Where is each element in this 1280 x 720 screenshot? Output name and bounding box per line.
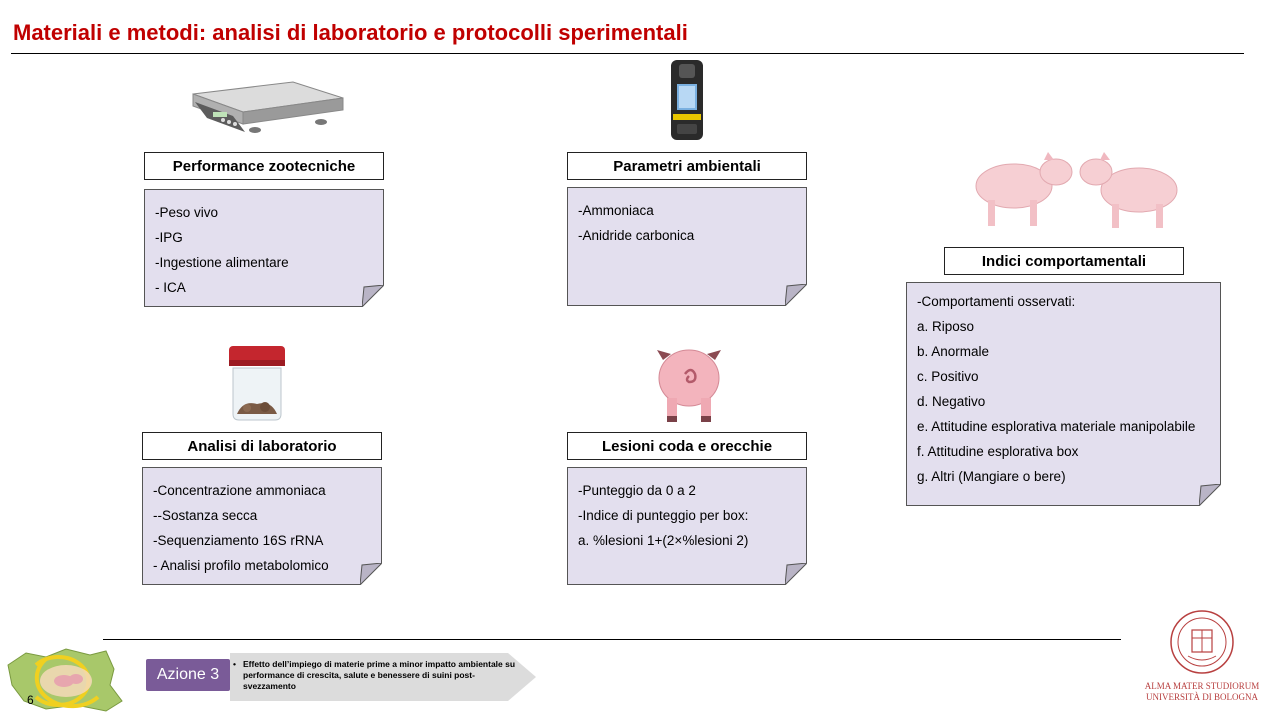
section-note-ambientali: -Ammoniaca -Anidride carbonica [567,187,807,306]
university-line-2: UNIVERSITÀ DI BOLOGNA [1146,692,1258,702]
title-divider [11,53,1244,54]
section-header-laboratorio: Analisi di laboratorio [142,432,382,460]
azione-description-text: Effetto dell’impiego di materie prime a … [243,659,516,691]
list-item: -Anidride carbonica [578,228,695,243]
page-curl-icon [362,285,384,307]
list-item: b. Anormale [917,344,990,359]
two-pigs-icon [975,152,1178,228]
university-line-1: ALMA MATER STUDIORUM [1144,681,1260,691]
list-item: -Peso vivo [155,205,219,220]
footer-divider [103,639,1121,640]
page-title: Materiali e metodi: analisi di laborator… [13,20,688,45]
university-name: ALMA MATER STUDIORUM UNIVERSITÀ DI BOLOG… [1140,681,1264,703]
list-item: d. Negativo [917,394,986,409]
emilia-romagna-map-icon [7,648,123,712]
list-item: -Indice di punteggio per box: [578,508,749,523]
section-header-performance: Performance zootecniche [144,152,384,180]
section-header-ambientali: Parametri ambientali [567,152,807,180]
unibo-seal-icon [1170,610,1234,674]
section-note-laboratorio: -Concentrazione ammoniaca --Sostanza sec… [142,467,382,585]
section-note-comportamentali: -Comportamenti osservati: a. Riposo b. A… [906,282,1221,506]
list-item: - Analisi profilo metabolomico [153,558,329,573]
page-curl-icon [785,284,807,306]
section-note-performance: -Peso vivo -IPG -Ingestione alimentare -… [144,189,384,307]
list-item: -Concentrazione ammoniaca [153,483,326,498]
list-item: e. Attitudine esplorativa materiale mani… [917,419,1196,434]
gas-detector-icon [671,60,703,140]
list-item: -Ingestione alimentare [155,255,289,270]
list-item: - ICA [155,280,186,295]
list-item: -Comportamenti osservati: [917,294,1076,309]
list-item: -Punteggio da 0 a 2 [578,483,696,498]
list-item: a. %lesioni 1+(2×%lesioni 2) [578,533,749,548]
page-curl-icon [1199,484,1221,506]
sample-jar-icon [229,346,285,421]
page-number: 6 [27,693,34,707]
section-header-comportamentali: Indici comportamentali [944,247,1184,275]
list-item: -Sequenziamento 16S rRNA [153,533,324,548]
azione-label: Azione 3 [146,659,230,691]
list-item: -IPG [155,230,183,245]
list-item: f. Attitudine esplorativa box [917,444,1079,459]
page-curl-icon [785,563,807,585]
page-curl-icon [360,563,382,585]
section-header-lesioni: Lesioni coda e orecchie [567,432,807,460]
azione-description: • Effetto dell’impiego di materie prime … [233,659,523,692]
list-item: a. Riposo [917,319,975,334]
list-item: c. Positivo [917,369,979,384]
pig-rear-icon [657,349,721,422]
section-note-lesioni: -Punteggio da 0 a 2 -Indice di punteggio… [567,467,807,585]
azione-arrow-icon [230,653,536,701]
list-item: --Sostanza secca [153,508,258,523]
weighing-scale-icon [192,81,344,133]
bullet-icon: • [233,659,236,669]
list-item: g. Altri (Mangiare o bere) [917,469,1066,484]
list-item: -Ammoniaca [578,203,654,218]
